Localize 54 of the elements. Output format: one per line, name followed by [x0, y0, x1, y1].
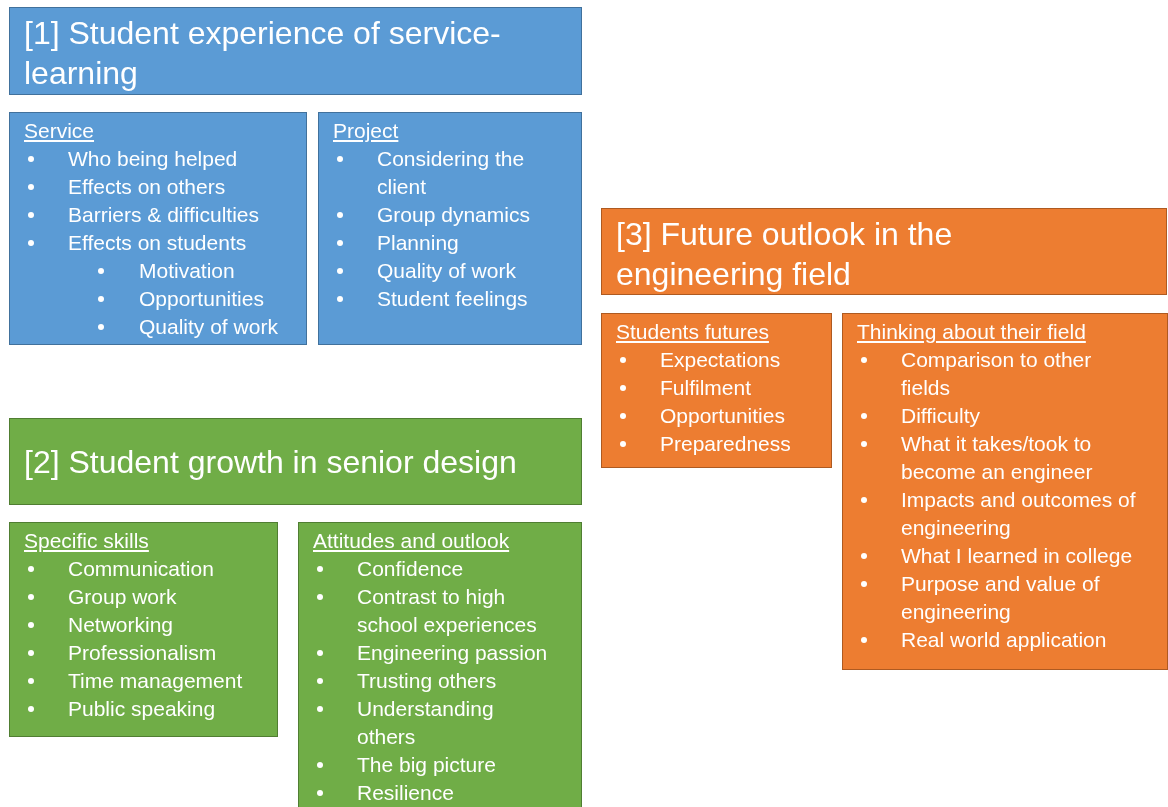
bullet-item: Purpose and value of engineering [901, 572, 1100, 623]
bullet-item: Group dynamics [377, 203, 530, 226]
bullet-item: What it takes/took to become an engineer [901, 432, 1093, 483]
theme-title: [3] Future outlook in the engineering field [616, 216, 953, 292]
bullet-item: Planning [377, 231, 459, 254]
bullet-item: Quality of work [139, 315, 278, 338]
theme-title: [1] Student experience of service-learning [24, 15, 501, 91]
bullet-item: Confidence [357, 557, 464, 580]
theme-banner [9, 418, 582, 505]
category-heading: Students futures [616, 319, 770, 345]
bullet-item: Who being helped [68, 147, 238, 170]
bullet-item: Preparedness [660, 432, 791, 455]
bullet-item: Motivation [139, 259, 235, 282]
bullet-item: Student feelings [377, 287, 528, 310]
bullet-item: Effects on others [68, 175, 226, 198]
bullet-item: Group work [68, 585, 177, 608]
bullet-item: Considering the client [377, 147, 525, 198]
bullet-item: Fulfilment [660, 376, 752, 399]
category-heading: Project [333, 118, 400, 144]
bullet-item: Effects on students [68, 231, 247, 254]
bullet-item: The big picture [357, 753, 496, 776]
bullet-item: Resilience [357, 781, 454, 804]
bullet-item: Comparison to other fields [901, 348, 1092, 399]
category-box [298, 522, 582, 807]
bullet-item: Difficulty [901, 404, 980, 427]
category-heading: Attitudes and outlook [313, 528, 511, 554]
theme-banner [601, 208, 1167, 295]
category-box [318, 112, 582, 345]
bullet-item: Contrast to high school experiences [357, 585, 537, 636]
bullet-item: Impacts and outcomes of engineering [901, 488, 1136, 539]
category-heading: Specific skills [24, 528, 150, 554]
theme-banner [9, 7, 582, 95]
bullet-item: Networking [68, 613, 174, 636]
bullet-item: Professionalism [68, 641, 217, 664]
theme-title: [2] Student growth in senior design [24, 442, 517, 482]
bullet-item: Quality of work [377, 259, 516, 282]
bullet-item: Opportunities [139, 287, 264, 310]
bullet-item: Barriers & difficulties [68, 203, 259, 226]
bullet-item: Understanding others [357, 697, 494, 748]
bullet-item: Time management [68, 669, 243, 692]
bullet-item: Real world application [901, 628, 1107, 651]
bullet-item: Trusting others [357, 669, 497, 692]
bullet-item: Communication [68, 557, 214, 580]
bullet-item: Expectations [660, 348, 781, 371]
bullet-item: Opportunities [660, 404, 785, 427]
category-box [9, 522, 278, 737]
category-heading: Service [24, 118, 96, 144]
bullet-item: Public speaking [68, 697, 216, 720]
bullet-item: What I learned in college [901, 544, 1133, 567]
category-box [601, 313, 832, 468]
bullet-item: Engineering passion [357, 641, 548, 664]
category-heading: Thinking about their field [857, 319, 1087, 345]
category-box [9, 112, 307, 345]
category-box [842, 313, 1168, 670]
